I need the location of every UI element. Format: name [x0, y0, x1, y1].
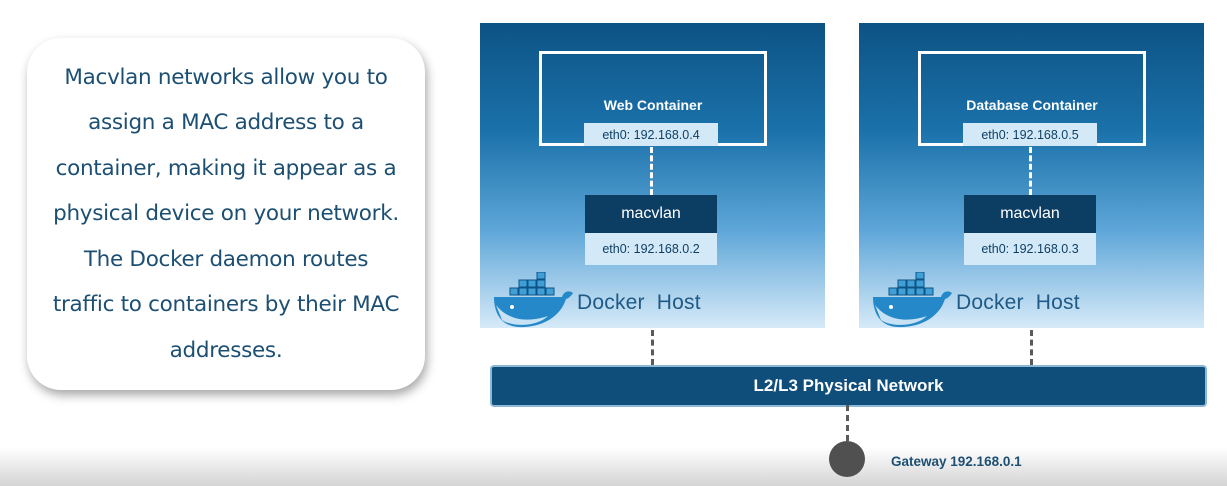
docker-host-label: Docker Host — [577, 291, 701, 314]
container-name: Web Container — [603, 97, 703, 113]
container-eth-label: eth0: 192.168.0.4 — [584, 123, 718, 146]
macvlan-driver-box: macvlan — [964, 195, 1096, 233]
docker-host-web: Web Container eth0: 192.168.0.4 macvlan … — [480, 23, 825, 328]
container-link-dashed-line — [1029, 147, 1032, 195]
explanation-callout: Macvlan networks allow you to assign a M… — [27, 38, 425, 390]
container-link-dashed-line — [650, 147, 653, 195]
docker-host-database: Database Container eth0: 192.168.0.5 mac… — [859, 23, 1204, 328]
container-eth-label: eth0: 192.168.0.5 — [963, 123, 1097, 146]
host-database-network-link — [1030, 330, 1033, 365]
docker-whale-icon — [494, 272, 573, 328]
gateway-label: Gateway 192.168.0.1 — [891, 454, 1022, 469]
callout-text: Macvlan networks allow you to assign a M… — [52, 64, 400, 363]
docker-host-label: Docker Host — [956, 291, 1080, 314]
gateway-node — [829, 441, 865, 477]
host-eth-label: eth0: 192.168.0.2 — [585, 233, 717, 265]
physical-network-bar: L2/L3 Physical Network — [490, 365, 1207, 407]
host-eth-label: eth0: 192.168.0.3 — [964, 233, 1096, 265]
container-name: Database Container — [966, 97, 1098, 113]
host-web-network-link — [651, 330, 654, 365]
docker-whale-icon — [873, 272, 952, 328]
macvlan-driver-box: macvlan — [585, 195, 717, 233]
gateway-link-dashed-line — [846, 405, 849, 441]
